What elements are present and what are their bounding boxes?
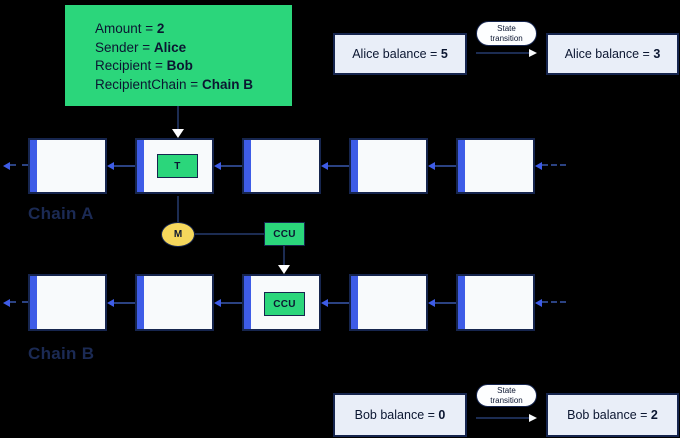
chain-a-block-1 [28,138,107,194]
balance-label: Alice balance = [352,47,441,61]
ccu-chip-included: CCU [264,292,305,316]
chain-a-link [435,165,456,167]
balance-label: Bob balance = [354,408,439,422]
transaction-field-sender: Sender = Alice [95,39,282,58]
field-value: Alice [153,39,187,55]
ccu-box: CCU [264,222,305,246]
chain-a-link [114,165,135,167]
block-to-module-line [177,196,179,222]
field-label: Recipient = [95,58,167,73]
arrow-down-icon [278,265,290,274]
chain-b-link [435,302,456,304]
chain-a-dashed-link-right [542,164,566,166]
chain-a-block-4 [349,138,428,194]
tx-to-block-line [177,106,179,129]
balance-value: 5 [440,47,448,61]
chain-a-block-2 [135,138,214,194]
transaction-field-recipient-chain: RecipientChain = Chain B [95,76,282,95]
chain-b-block-2 [135,274,214,331]
chain-b-block-5 [456,274,535,331]
arrow-left-icon [214,299,221,307]
chain-a-dashed-link-left [10,164,28,166]
state-transition-arrow-line [476,52,529,54]
state-transition-pill: State transition [476,21,537,46]
balance-value: 2 [650,408,658,422]
chain-b-link [114,302,135,304]
balance-value: 3 [653,47,661,61]
chain-a-label: Chain A [28,204,94,223]
transaction-chip: T [157,154,198,178]
arrow-left-icon [535,299,542,307]
module-to-ccu-line [195,233,264,235]
chain-a-link [328,165,349,167]
module-ellipse: M [161,222,195,247]
arrow-left-icon [321,162,328,170]
chain-b-link [221,302,242,304]
arrow-right-icon [529,49,537,57]
transaction-field-recipient: Recipient = Bob [95,57,282,76]
chain-b-dashed-link-right [542,301,566,303]
chain-a-block-3 [242,138,321,194]
arrow-left-icon [428,162,435,170]
field-label: Amount = [95,21,157,36]
balance-label: Bob balance = [567,408,651,422]
chain-b-dashed-link-left [10,301,28,303]
field-label: Sender = [95,39,154,55]
arrow-left-icon [3,299,10,307]
arrow-right-icon [529,414,537,422]
chain-b-link [328,302,349,304]
chain-b-label: Chain B [28,344,95,363]
balance-label: Alice balance = [564,47,654,61]
arrow-left-icon [3,162,10,170]
field-value: Bob [166,58,193,73]
arrow-down-icon [172,129,184,138]
ccu-to-block-line [283,246,285,265]
balance-value: 0 [438,408,446,422]
arrow-left-icon [321,299,328,307]
chain-b-block-1 [28,274,107,331]
chain-a-block-5 [456,138,535,194]
field-value: Chain B [201,76,253,92]
bob-balance-after: Bob balance = 2 [546,393,679,437]
chain-b-block-4 [349,274,428,331]
transaction-box: Amount = 2 Sender = Alice Recipient = Bo… [65,5,292,106]
arrow-left-icon [107,162,114,170]
arrow-left-icon [107,299,114,307]
bob-balance-before: Bob balance = 0 [333,393,467,437]
arrow-left-icon [535,162,542,170]
alice-balance-after: Alice balance = 3 [546,33,679,75]
chain-a-link [221,165,242,167]
arrow-left-icon [428,299,435,307]
arrow-left-icon [214,162,221,170]
transaction-field-amount: Amount = 2 [95,20,282,39]
alice-balance-before: Alice balance = 5 [333,33,467,75]
state-transition-arrow-line [476,417,529,419]
field-label: RecipientChain = [95,76,202,92]
state-transition-pill: State transition [476,384,537,407]
field-value: 2 [156,21,165,36]
